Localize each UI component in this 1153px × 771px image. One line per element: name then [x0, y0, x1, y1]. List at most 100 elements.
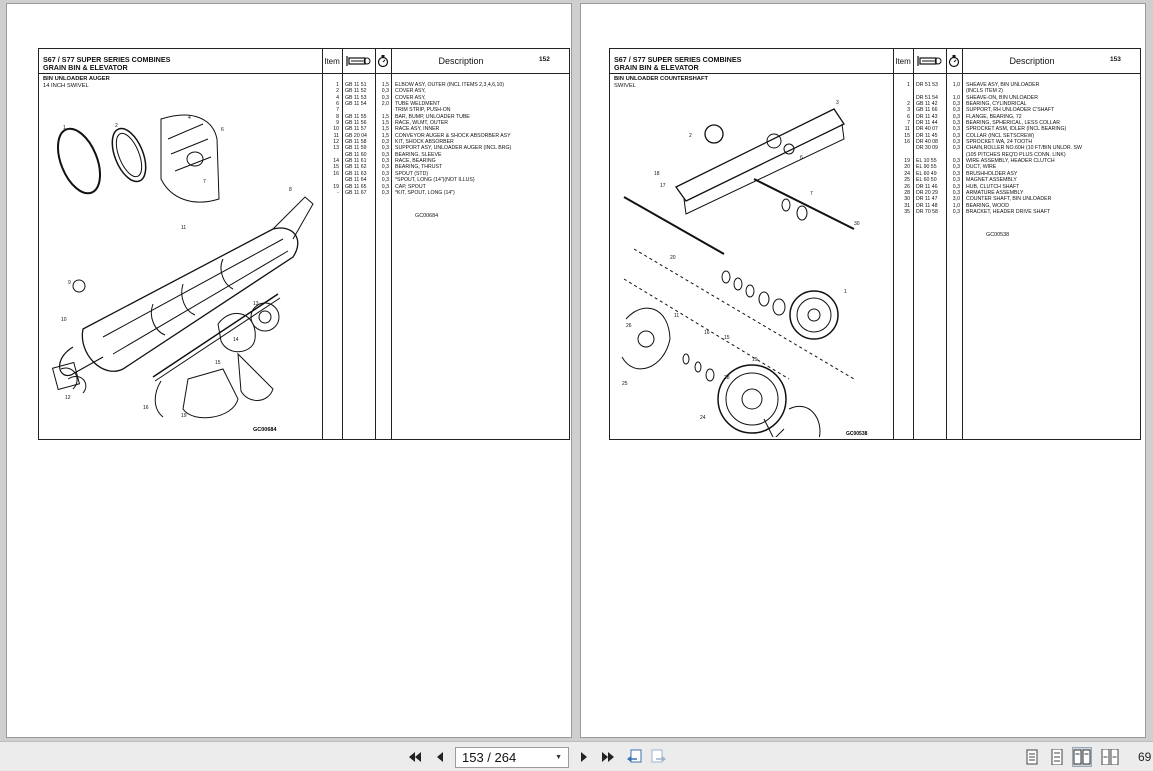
part-description: COLLAR (INCL SETSCREW)	[966, 132, 1035, 139]
item-number: 14	[333, 158, 339, 165]
part-description: COVER ASY,	[395, 88, 426, 95]
part-number: DR 20 29	[916, 189, 938, 196]
item-number: 6	[907, 113, 910, 120]
last-page-button[interactable]	[598, 747, 618, 767]
labor-time: 0,3	[952, 164, 960, 171]
document-viewport[interactable]: S67 / S77 SUPER SERIES COMBINES GRAIN BI…	[0, 0, 1153, 741]
part-description: KIT, SHOCK ABSORBER	[395, 139, 454, 146]
part-description: BEARING, SPHERICAL, LESS COLLAR	[966, 120, 1060, 127]
item-number: 24	[904, 170, 910, 177]
next-page-button[interactable]	[574, 747, 594, 767]
svg-text:10: 10	[61, 317, 67, 323]
part-description: FLANGE, BEARING, 72	[966, 113, 1022, 120]
item-number: 25	[904, 177, 910, 184]
continuous-view-button[interactable]	[1047, 747, 1067, 767]
page-title: S67 / S77 SUPER SERIES COMBINES GRAIN BI…	[614, 56, 741, 72]
two-page-continuous-view-button[interactable]	[1100, 747, 1120, 767]
go-back-button[interactable]	[624, 747, 644, 767]
labor-time: 0,3	[952, 170, 960, 177]
continuous-page-icon	[1051, 749, 1063, 765]
svg-text:12: 12	[65, 395, 71, 401]
part-number: GB 11 55	[345, 113, 367, 120]
page-number: 152	[539, 56, 550, 63]
part-number: GB 11 64	[345, 177, 367, 184]
next-page-icon	[581, 752, 587, 762]
single-page-icon	[1026, 749, 1038, 765]
svg-text:15: 15	[724, 335, 730, 341]
item-number: 16	[333, 170, 339, 177]
part-number: GB 11 53	[345, 94, 367, 101]
part-number: DR 51 54	[916, 94, 938, 101]
two-page-view-button[interactable]	[1072, 747, 1092, 767]
part-number: DR 70 58	[916, 208, 938, 215]
part-description: DUCT, WIRE	[966, 164, 997, 171]
svg-text:18: 18	[654, 171, 660, 177]
diagram-reference: GC00684	[415, 213, 439, 219]
part-description: MAGNET ASSEMBLY	[966, 177, 1017, 184]
first-page-button[interactable]	[405, 747, 425, 767]
labor-time: 0,3	[952, 177, 960, 184]
series-title: S67 / S77 SUPER SERIES COMBINES	[43, 55, 171, 64]
part-number: GB 11 57	[345, 126, 367, 133]
labor-time: 0,3	[952, 126, 960, 133]
labor-time-column-icon	[946, 49, 962, 73]
go-forward-button[interactable]	[649, 747, 669, 767]
labor-time: 0,3	[381, 158, 389, 165]
svg-text:6: 6	[800, 155, 803, 161]
item-number: 19	[333, 183, 339, 190]
previous-page-button[interactable]	[430, 747, 450, 767]
svg-text:16: 16	[143, 405, 149, 411]
zoom-level[interactable]: 69	[1138, 750, 1152, 764]
part-number: DR 11 45	[916, 132, 938, 139]
item-number: 3	[907, 107, 910, 114]
part-number: DR 11 47	[916, 196, 938, 203]
item-number: 15	[904, 132, 910, 139]
svg-text:24: 24	[700, 415, 706, 421]
table-row: (INCLS ITEM 2)	[610, 88, 1140, 94]
single-page-view-button[interactable]	[1022, 747, 1042, 767]
labor-time: 1,5	[381, 120, 389, 127]
part-number: EL 60 49	[916, 170, 937, 177]
part-description: BRUSHHOLDER ASY	[966, 170, 1018, 177]
parts-list-frame: S67 / S77 SUPER SERIES COMBINES GRAIN BI…	[609, 48, 1141, 440]
series-title: S67 / S77 SUPER SERIES COMBINES	[614, 55, 742, 64]
description-column-header: Description	[438, 56, 484, 66]
labor-time: 0,3	[381, 88, 389, 95]
item-number: 13	[333, 145, 339, 152]
svg-text:7: 7	[203, 179, 206, 185]
labor-time-column-icon	[375, 49, 391, 73]
part-number: DR 40 08	[916, 139, 938, 146]
svg-text:8: 8	[289, 187, 292, 193]
labor-time: 1,5	[381, 126, 389, 133]
diagram-reference: GC00538	[986, 232, 1010, 238]
figure-id: GC00684	[253, 427, 277, 433]
svg-text:30: 30	[854, 221, 860, 227]
parts-list-frame: S67 / S77 SUPER SERIES COMBINES GRAIN BI…	[38, 48, 570, 440]
part-number: GB 11 56	[345, 120, 367, 127]
svg-text:20: 20	[670, 255, 676, 261]
labor-time: 0,3	[381, 183, 389, 190]
svg-text:28: 28	[724, 375, 730, 381]
svg-text:2: 2	[115, 123, 118, 129]
svg-text:2: 2	[689, 133, 692, 139]
part-number: EL 10 55	[916, 158, 937, 165]
item-number: 11	[904, 126, 910, 133]
page-number-select[interactable]: 153 / 264 ▼	[455, 747, 569, 768]
item-number: 26	[904, 183, 910, 190]
part-number: DR 11 46	[916, 183, 938, 190]
part-number: GB 11 63	[345, 170, 367, 177]
part-number: GB 11 67	[345, 189, 367, 196]
labor-time: 0,3	[381, 189, 389, 196]
assembly-variant: SWIVEL	[614, 82, 636, 89]
